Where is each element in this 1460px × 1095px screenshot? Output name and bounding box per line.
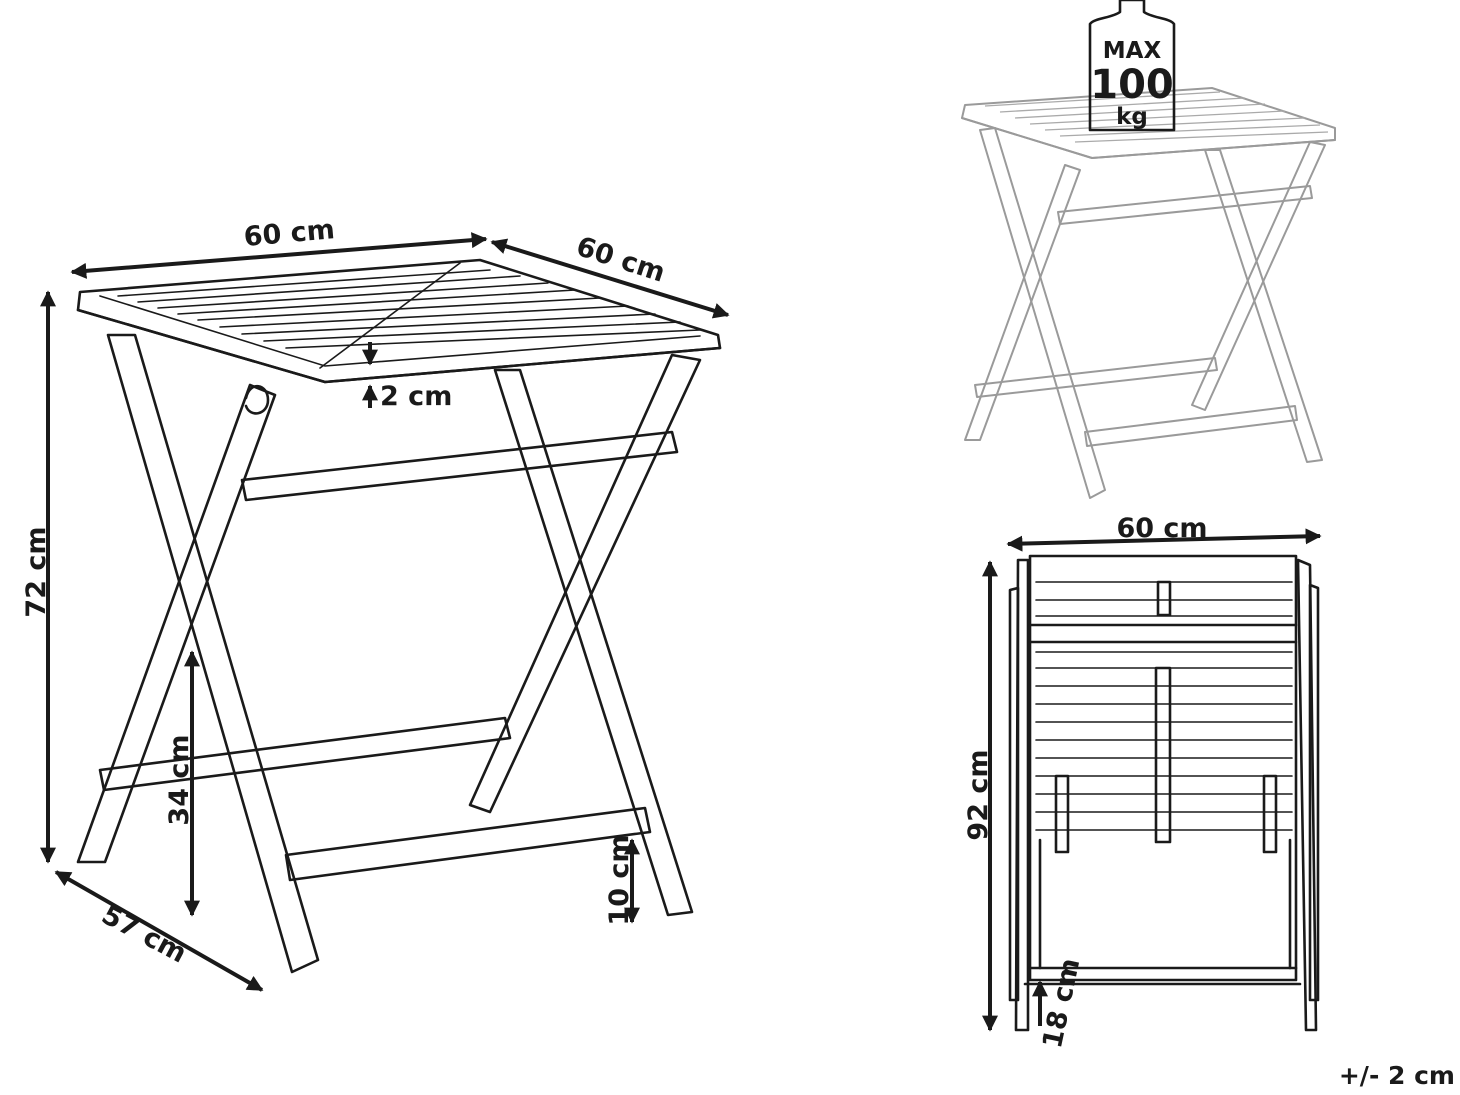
right-back-leg (468, 353, 702, 814)
depth-label: 57 cm (96, 899, 191, 969)
folded-depth-label: 18 cm (1037, 955, 1086, 1051)
top-width-label: 60 cm (243, 214, 336, 253)
lower-back-rail (98, 716, 512, 792)
load-capacity-drawing: MAX 100 kg (961, 0, 1336, 499)
weight-value-label: 100 (1090, 62, 1174, 108)
foot-rail (284, 806, 652, 882)
folded-top-frame (1028, 554, 1298, 982)
folded-table-drawing (1008, 554, 1320, 1032)
folded-height-label: 92 cm (963, 749, 994, 840)
foot-height-label: 10 cm (604, 834, 635, 925)
folded-dimension-arrows (982, 528, 1322, 1032)
unfolded-table-drawing (76, 258, 722, 974)
folded-slats (1028, 581, 1298, 831)
shelf-height-label: 34 cm (164, 734, 195, 825)
left-front-leg (106, 333, 320, 974)
weight-max-label: MAX (1103, 38, 1162, 64)
right-front-leg (493, 368, 694, 917)
weight-icon (1088, 0, 1176, 132)
tolerance-note: +/- 2 cm (1339, 1061, 1455, 1090)
table-top (76, 258, 722, 384)
upper-rail (240, 430, 679, 502)
folded-width-label: 60 cm (1116, 513, 1207, 544)
main-dimension-arrows (40, 232, 730, 992)
height-label: 72 cm (21, 526, 52, 617)
top-thickness-label: 2 cm (380, 381, 452, 412)
weight-unit-label: kg (1116, 104, 1148, 130)
